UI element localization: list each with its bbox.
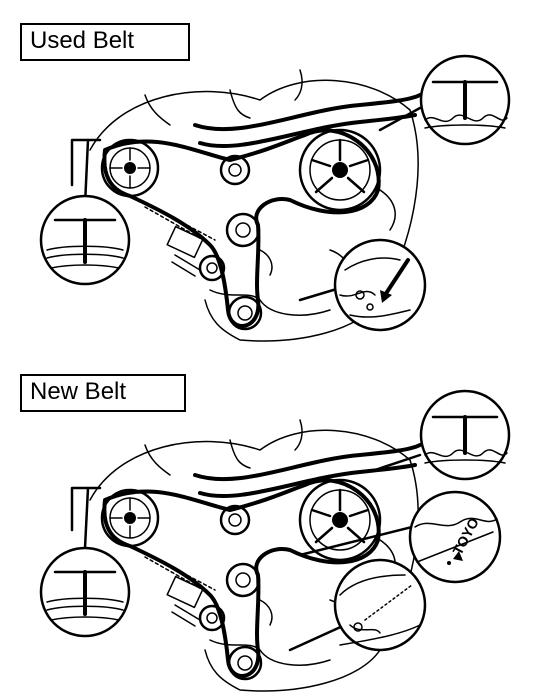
new-belt-crank-mark-magnifier <box>333 558 427 652</box>
used-belt-leader-left <box>70 138 102 187</box>
used-belt-right-mark-magnifier <box>419 54 511 146</box>
new-belt-right-mark-magnifier <box>419 389 511 481</box>
used-belt-leader-right <box>378 106 422 132</box>
direction-arrow-icon <box>453 551 463 561</box>
used-belt-left-mark-magnifier <box>39 194 131 286</box>
new-belt-leader-right <box>373 453 422 472</box>
new-belt-engine <box>88 418 422 693</box>
new-belt-leader-left2 <box>83 486 90 550</box>
new-belt-leader-lower <box>288 623 347 652</box>
used-belt-leader-left2 <box>83 138 90 207</box>
new-belt-left-mark-magnifier <box>39 546 131 638</box>
new-belt-leader-left <box>70 486 102 532</box>
arrow-icon <box>383 258 410 297</box>
new-belt-toyo-magnifier: TOYO <box>408 490 502 584</box>
used-belt-label: Used Belt <box>20 23 190 61</box>
used-belt-crank-mark-magnifier <box>333 238 427 332</box>
new-belt-label: New Belt <box>20 374 186 412</box>
